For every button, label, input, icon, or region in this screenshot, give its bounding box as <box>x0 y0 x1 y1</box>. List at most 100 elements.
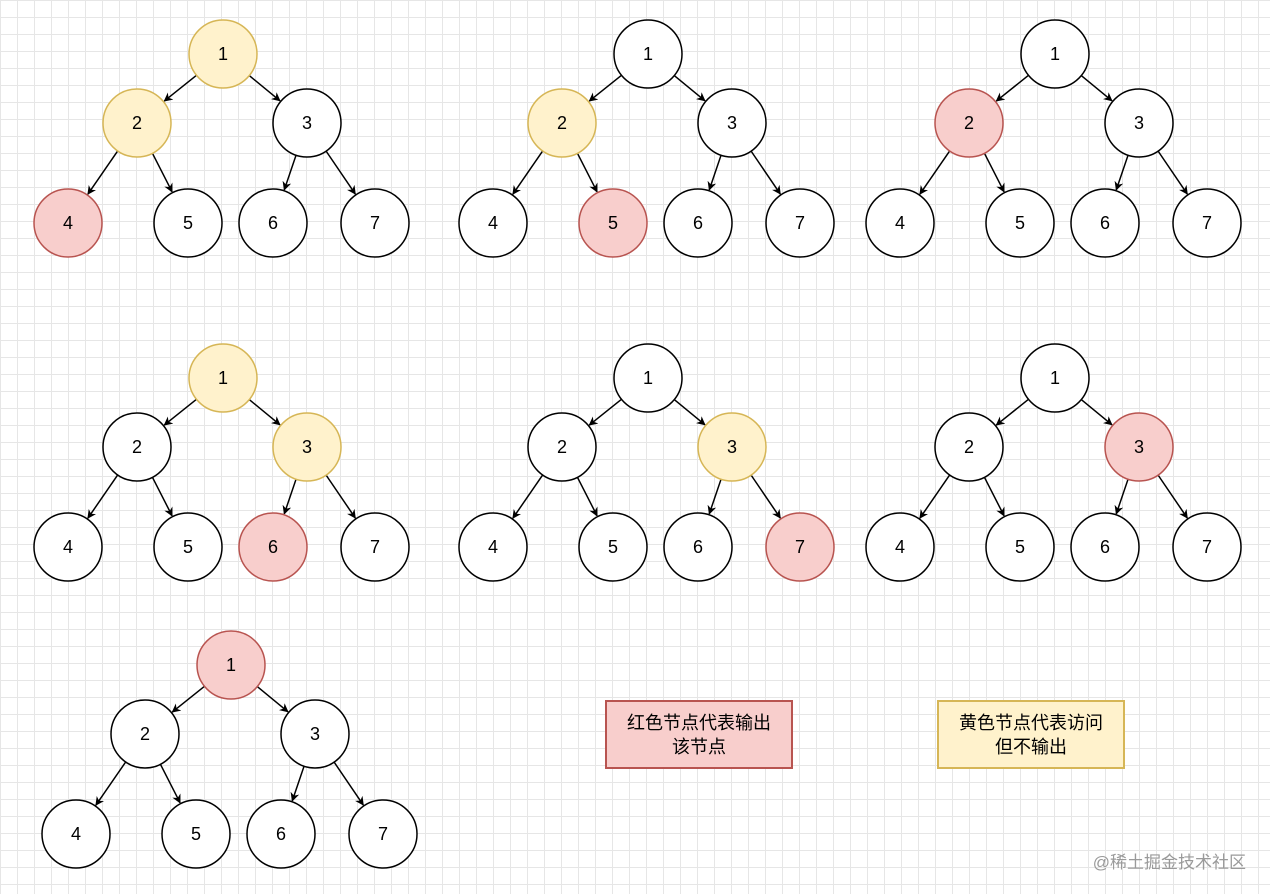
node-label: 3 <box>727 113 737 133</box>
edge-1-3 <box>673 75 706 102</box>
node-4-normal <box>865 188 935 258</box>
node-label: 2 <box>140 724 150 744</box>
edge-2-5 <box>151 476 173 517</box>
edge-1-2 <box>995 398 1029 426</box>
node-5-normal <box>153 188 223 258</box>
node-label: 4 <box>63 537 73 557</box>
node-1-visit <box>188 343 258 413</box>
node-label: 7 <box>370 213 380 233</box>
node-2-normal <box>102 412 172 482</box>
node-3-normal <box>280 699 350 769</box>
node-2-visit <box>102 88 172 158</box>
node-1-normal <box>613 343 683 413</box>
node-7-normal <box>348 799 418 869</box>
node-label: 5 <box>191 824 201 844</box>
node-label: 3 <box>310 724 320 744</box>
node-6-output <box>238 512 308 582</box>
node-label: 2 <box>964 113 974 133</box>
node-6-normal <box>238 188 308 258</box>
edge-2-5 <box>151 152 173 193</box>
edge-1-3 <box>673 399 706 426</box>
edge-3-7 <box>1157 474 1188 519</box>
node-label: 3 <box>1134 437 1144 457</box>
node-label: 2 <box>964 437 974 457</box>
edge-3-7 <box>1157 150 1188 195</box>
node-4-output <box>33 188 103 258</box>
edge-2-4 <box>95 761 127 806</box>
edge-3-6 <box>707 154 722 191</box>
node-label: 6 <box>693 537 703 557</box>
node-5-normal <box>161 799 231 869</box>
node-label: 2 <box>132 437 142 457</box>
edge-3-6 <box>282 154 297 191</box>
node-7-output <box>765 512 835 582</box>
node-label: 7 <box>1202 213 1212 233</box>
edge-1-2 <box>163 398 197 426</box>
node-5-normal <box>985 188 1055 258</box>
node-4-normal <box>33 512 103 582</box>
edge-2-5 <box>983 476 1005 517</box>
node-5-normal <box>578 512 648 582</box>
node-7-normal <box>1172 188 1242 258</box>
node-4-normal <box>458 188 528 258</box>
node-label: 5 <box>183 213 193 233</box>
node-7-normal <box>765 188 835 258</box>
edge-1-2 <box>588 74 622 102</box>
legend-output-box: 红色节点代表输出 该节点 <box>605 700 793 769</box>
node-2-output <box>934 88 1004 158</box>
node-label: 6 <box>693 213 703 233</box>
node-label: 6 <box>1100 537 1110 557</box>
edge-2-5 <box>159 763 181 804</box>
node-label: 7 <box>1202 537 1212 557</box>
node-1-normal <box>613 19 683 89</box>
edge-3-6 <box>1114 478 1129 515</box>
node-label: 4 <box>71 824 81 844</box>
edge-1-2 <box>171 685 205 713</box>
node-label: 6 <box>276 824 286 844</box>
edge-1-3 <box>1080 399 1113 426</box>
node-6-normal <box>1070 188 1140 258</box>
node-3-normal <box>272 88 342 158</box>
edge-3-7 <box>750 474 781 519</box>
node-label: 1 <box>1050 368 1060 388</box>
edge-2-4 <box>919 474 951 519</box>
node-label: 3 <box>1134 113 1144 133</box>
node-3-normal <box>697 88 767 158</box>
edge-2-5 <box>983 152 1005 193</box>
node-label: 2 <box>557 437 567 457</box>
node-7-normal <box>340 512 410 582</box>
legend-visit-box: 黄色节点代表访问 但不输出 <box>937 700 1125 769</box>
node-label: 7 <box>378 824 388 844</box>
edge-2-4 <box>512 474 544 519</box>
legend-visit-text: 黄色节点代表访问 但不输出 <box>959 712 1103 757</box>
node-label: 7 <box>370 537 380 557</box>
edge-1-2 <box>588 398 622 426</box>
node-label: 1 <box>1050 44 1060 64</box>
edge-3-7 <box>750 150 781 195</box>
node-2-visit <box>527 88 597 158</box>
node-1-output <box>196 630 266 700</box>
node-label: 1 <box>643 44 653 64</box>
node-3-output <box>1104 412 1174 482</box>
node-label: 5 <box>608 537 618 557</box>
edge-1-3 <box>1080 75 1113 102</box>
node-label: 2 <box>557 113 567 133</box>
edge-2-4 <box>919 150 951 195</box>
node-2-normal <box>110 699 180 769</box>
node-2-normal <box>934 412 1004 482</box>
edge-3-6 <box>1114 154 1129 191</box>
node-6-normal <box>663 188 733 258</box>
node-1-visit <box>188 19 258 89</box>
node-label: 1 <box>218 368 228 388</box>
edge-3-6 <box>282 478 297 515</box>
edge-2-4 <box>87 150 119 195</box>
node-6-normal <box>246 799 316 869</box>
node-5-normal <box>153 512 223 582</box>
edge-2-4 <box>87 474 119 519</box>
